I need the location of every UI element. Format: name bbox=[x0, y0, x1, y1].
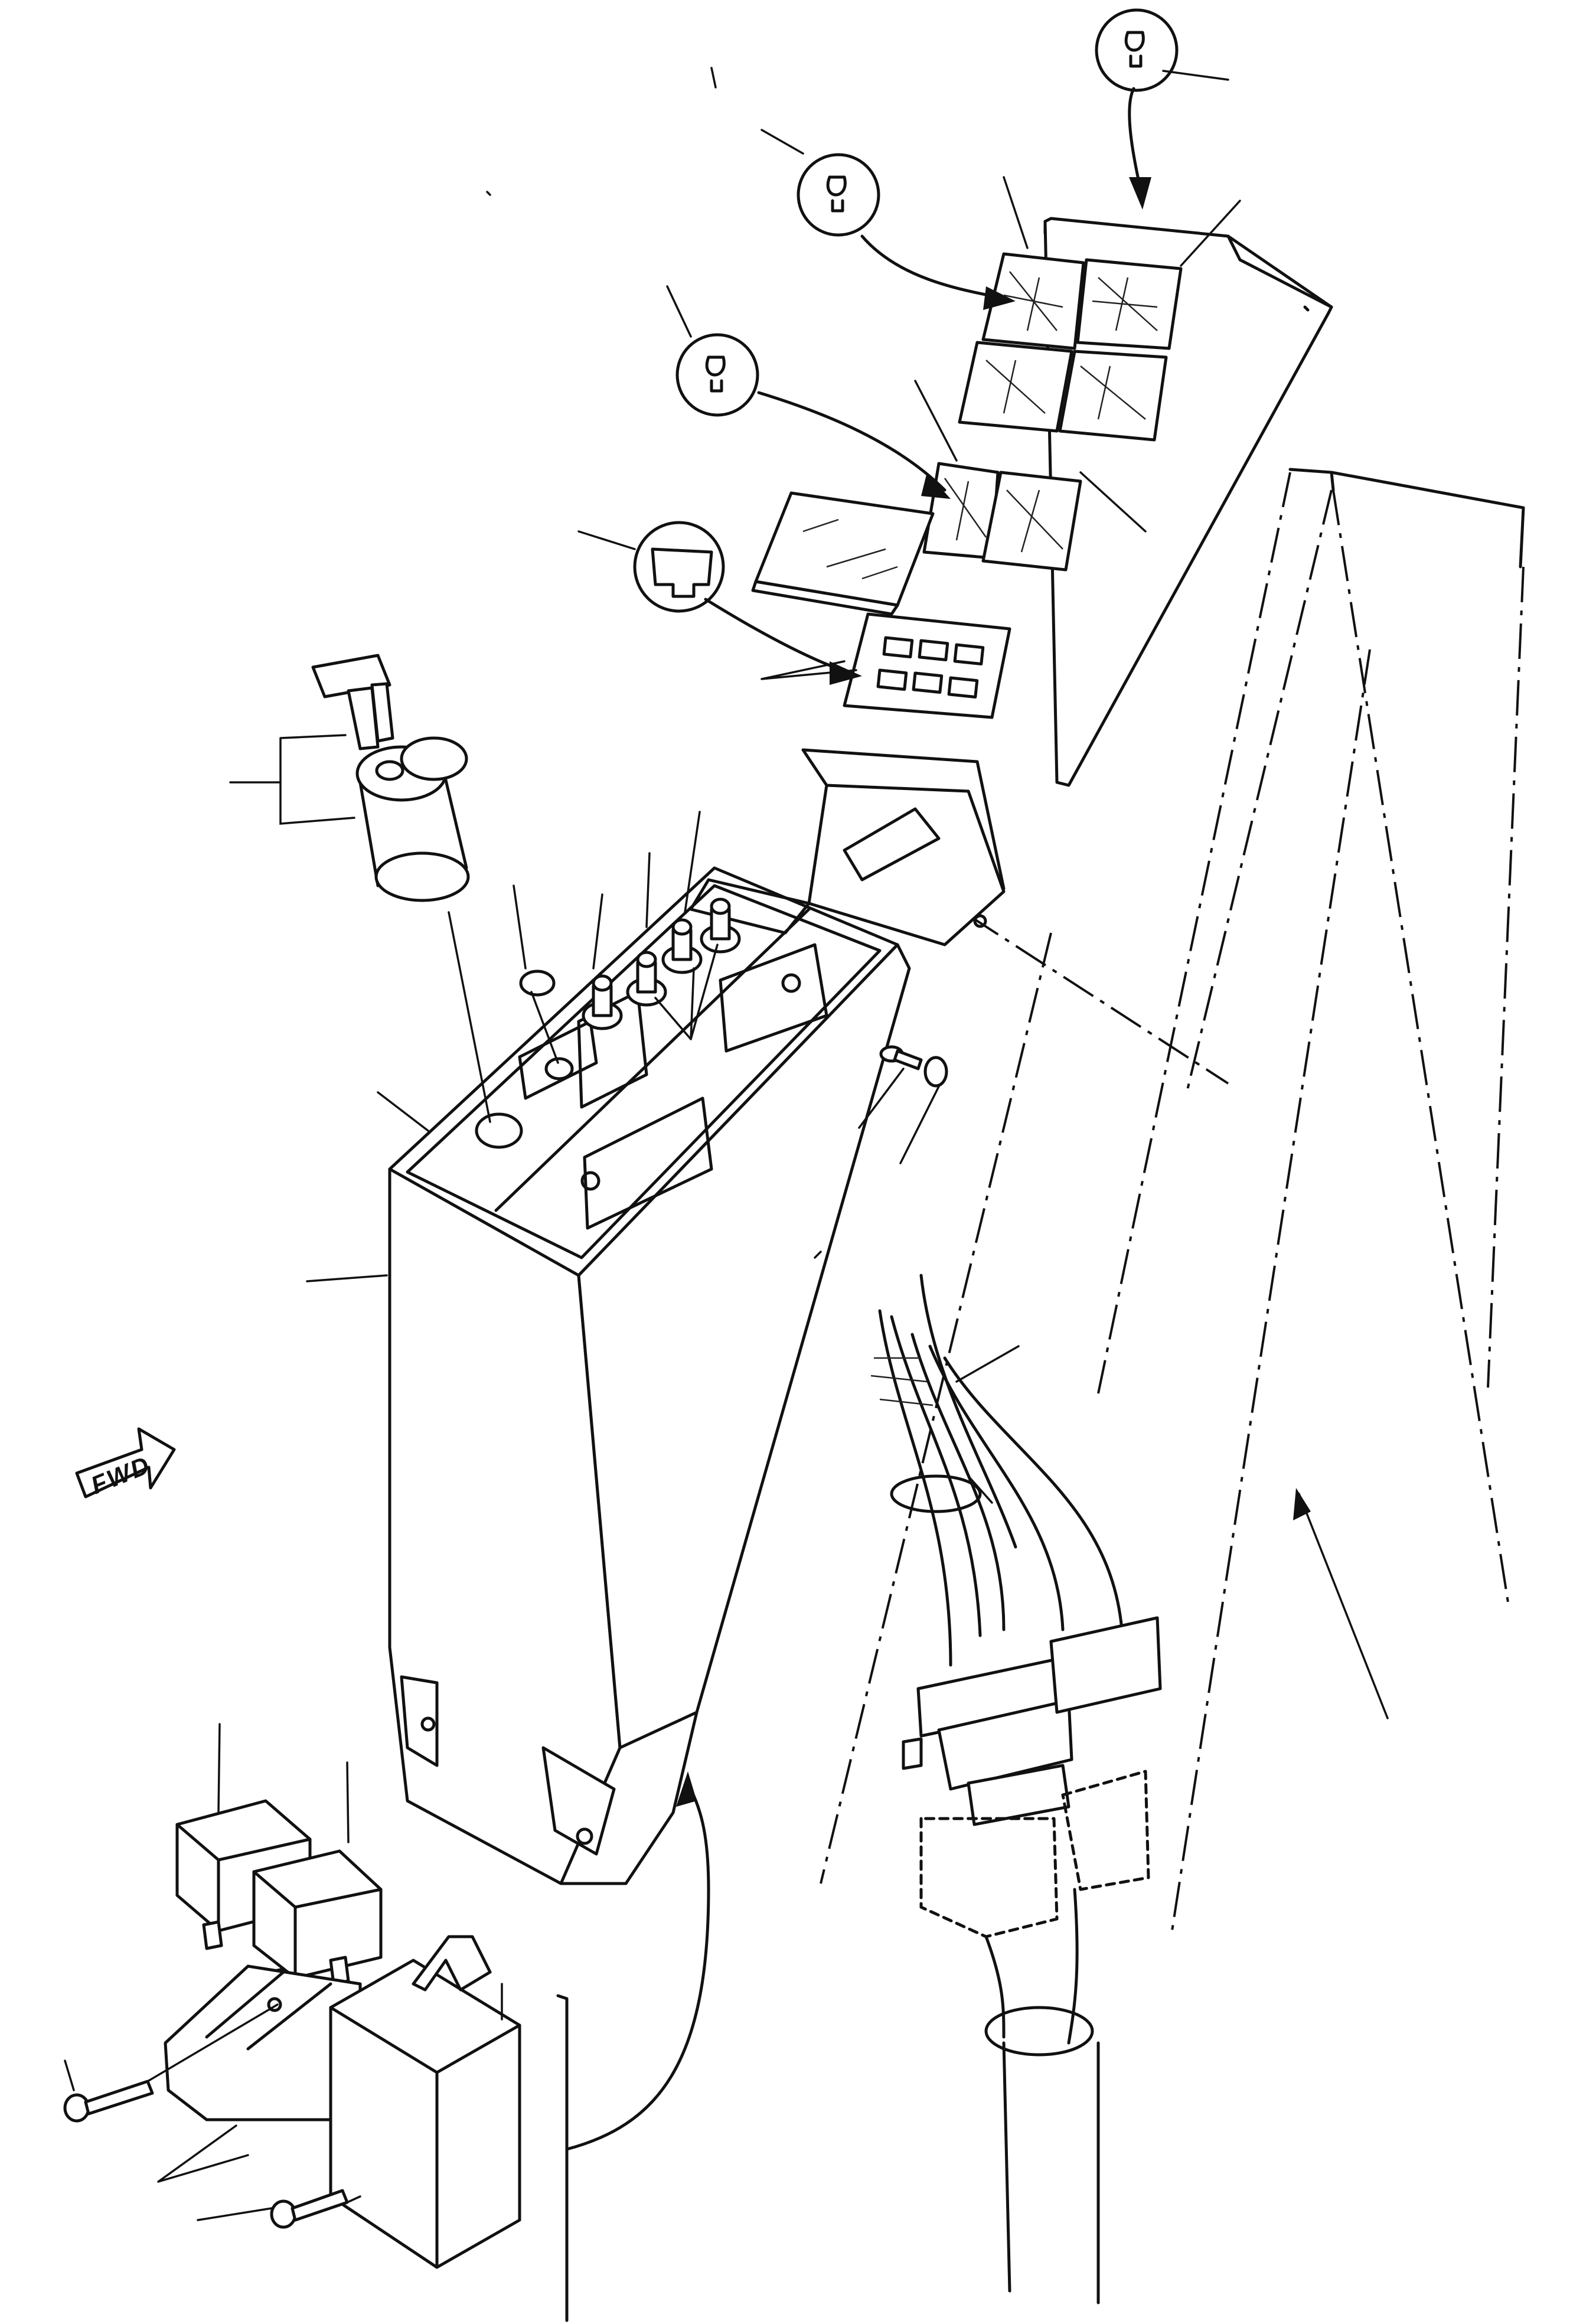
warning-lamp-cluster-middle bbox=[922, 462, 1082, 572]
fuse-block bbox=[843, 612, 1011, 719]
harness-connectors bbox=[902, 1616, 1162, 2305]
assembly-arrow bbox=[556, 1488, 1389, 2322]
bulb-callout-2 bbox=[761, 129, 1016, 310]
support-pillar bbox=[820, 468, 1525, 1931]
lens-cover bbox=[751, 491, 935, 616]
mounting-screws bbox=[63, 2003, 361, 2229]
ignition-switch bbox=[355, 736, 470, 902]
console-housing bbox=[388, 748, 1006, 1885]
toggle-switches bbox=[519, 897, 741, 1064]
screw-washer bbox=[858, 1045, 948, 1164]
ignition-key bbox=[229, 654, 491, 1123]
bulb-callout-3 bbox=[666, 285, 951, 499]
flasher-unit bbox=[329, 1935, 521, 2269]
leader-lines bbox=[64, 67, 1241, 2221]
bulb-callout-1 bbox=[1095, 8, 1229, 210]
relays bbox=[175, 1799, 383, 1997]
warning-lamp-cluster-upper bbox=[958, 252, 1183, 442]
wiring-harness bbox=[870, 1274, 1124, 1667]
fuse-callout bbox=[577, 521, 862, 685]
fwd-direction-arrow: FWD bbox=[75, 1427, 176, 1499]
